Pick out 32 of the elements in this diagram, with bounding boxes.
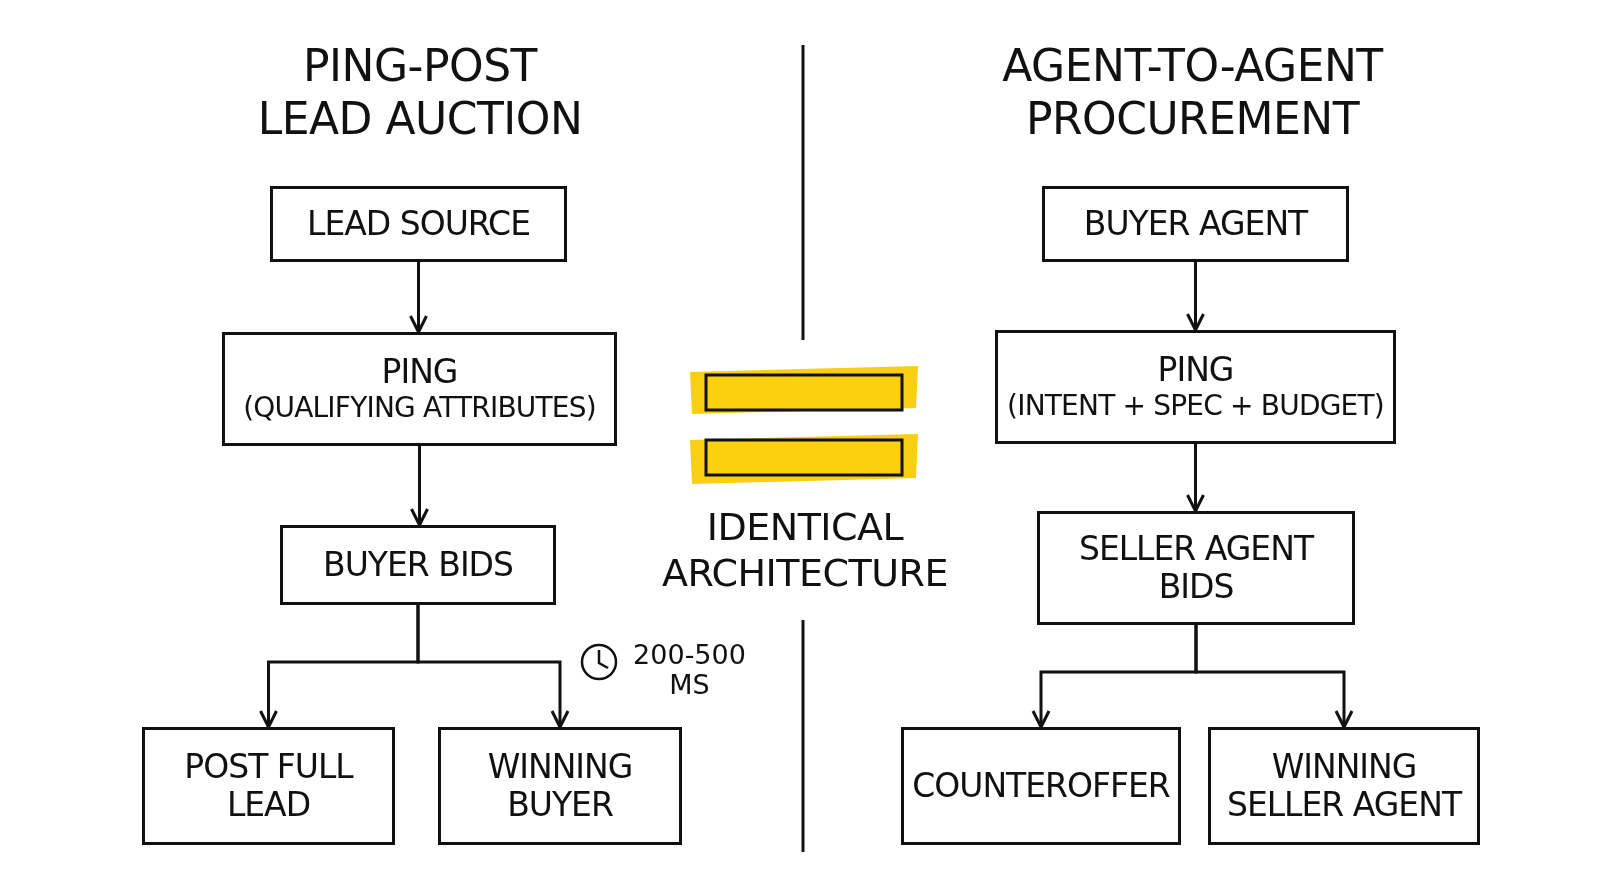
arrow	[1186, 444, 1205, 513]
process-box	[280, 525, 556, 605]
process-box	[222, 332, 617, 446]
equals-caption: IDENTICAL ARCHITECTURE	[661, 505, 949, 597]
duration-label: 200-500 MS	[632, 640, 747, 700]
process-box	[142, 727, 395, 845]
process-box	[1037, 511, 1355, 625]
arrow	[1186, 262, 1205, 332]
process-box	[1042, 186, 1349, 262]
box-heading: BUYER BIDS	[323, 546, 513, 584]
box-heading: SELLER AGENT BIDS	[1077, 530, 1316, 606]
process-box	[995, 330, 1396, 444]
box-heading: WINNING SELLER AGENT	[1225, 748, 1464, 824]
box-subtext: (QUALIFYING ATTRIBUTES)	[243, 391, 596, 425]
box-heading: POST FULL LEAD	[183, 748, 355, 824]
section-title: AGENT-TO-AGENT PROCUREMENT	[1001, 40, 1385, 146]
box-subtext: (INTENT + SPEC + BUDGET)	[1007, 389, 1384, 423]
box-heading: PING	[1157, 351, 1234, 390]
box-heading: WINNING BUYER	[486, 748, 634, 824]
process-box	[270, 186, 567, 262]
process-box	[901, 727, 1181, 845]
process-box	[438, 727, 682, 845]
box-heading: COUNTEROFFER	[912, 767, 1170, 805]
arrow	[409, 262, 428, 334]
box-heading: PING	[381, 353, 458, 392]
box-heading: LEAD SOURCE	[307, 205, 530, 243]
arrow	[410, 446, 429, 527]
arrow	[416, 605, 570, 729]
box-heading: BUYER AGENT	[1083, 205, 1308, 243]
arrow	[1194, 625, 1354, 729]
section-title: PING-POST LEAD AUCTION	[256, 40, 584, 146]
process-box	[1208, 727, 1480, 845]
